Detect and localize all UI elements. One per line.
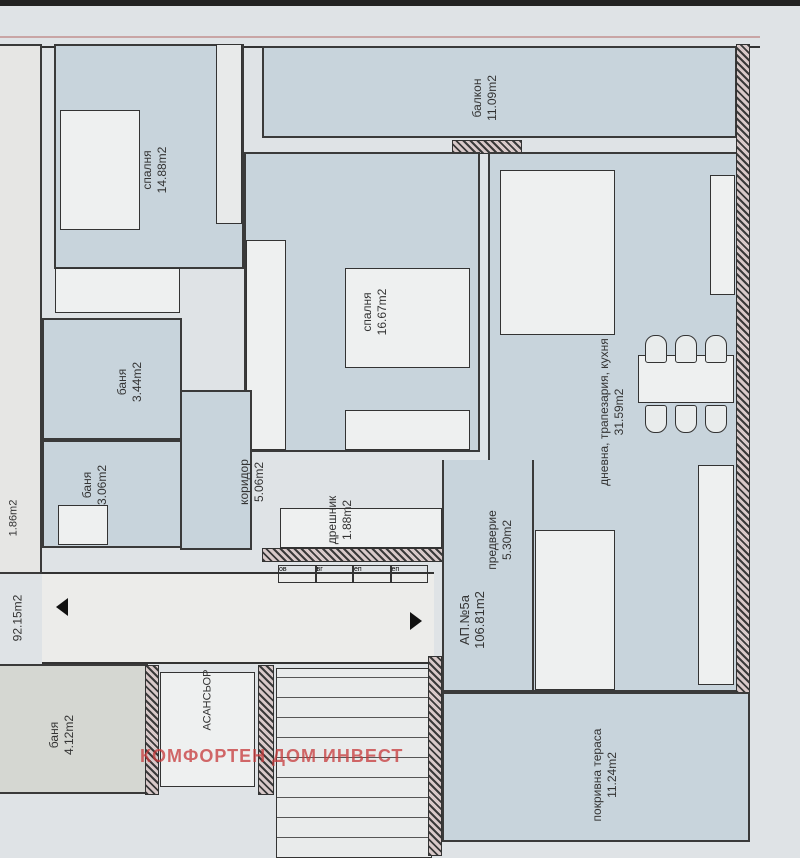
room-closet xyxy=(280,508,442,548)
landing xyxy=(42,572,434,664)
desk xyxy=(246,240,286,450)
wardrobe-bedroom2 xyxy=(345,410,470,450)
chair xyxy=(645,405,667,433)
arrow-right-icon xyxy=(410,612,422,630)
meter-label: вг xyxy=(315,565,353,583)
stair-wall xyxy=(258,665,274,795)
room-foyer xyxy=(442,460,534,692)
bed2 xyxy=(345,268,470,368)
balcony-parapet xyxy=(452,140,522,154)
neighbor-apartment xyxy=(0,44,42,574)
meters: ов вг еп еп xyxy=(278,565,428,583)
room-bath1 xyxy=(42,318,182,440)
meter-label: еп xyxy=(353,565,391,583)
kitchen-counter xyxy=(698,465,734,685)
room-terrace xyxy=(442,692,750,842)
wardrobe-wall xyxy=(216,44,242,224)
room-corridor xyxy=(180,390,252,550)
sofa xyxy=(500,170,615,335)
stair-wall-right xyxy=(428,656,442,856)
chair xyxy=(705,335,727,363)
chair xyxy=(705,405,727,433)
neighbor-area: 92.15m2 xyxy=(10,594,25,642)
meter-label: еп xyxy=(390,565,428,583)
chair xyxy=(675,405,697,433)
bed xyxy=(60,110,140,230)
arrow-left-icon xyxy=(56,598,68,616)
meter-label: ов xyxy=(278,565,316,583)
watermark: КОМФОРТЕН ДОМ ИНВЕСТ xyxy=(140,746,404,766)
wardrobe-bedroom1 xyxy=(55,268,180,313)
elevator-wall xyxy=(145,665,159,795)
dining-table xyxy=(638,355,734,403)
neighbor-small-area: 1.86m2 xyxy=(7,499,20,537)
chair xyxy=(645,335,667,363)
shower xyxy=(58,505,108,545)
outer-wall-right xyxy=(736,44,750,694)
elevator xyxy=(160,672,255,787)
tv-cabinet xyxy=(710,175,735,295)
elevator-label: АСАНСЬОР xyxy=(201,669,214,731)
room-bath3 xyxy=(0,664,148,794)
chair xyxy=(675,335,697,363)
room-balcony xyxy=(262,46,737,138)
closet-wall xyxy=(262,548,444,562)
top-edge xyxy=(0,0,800,6)
shoe-cabinet xyxy=(535,530,615,690)
